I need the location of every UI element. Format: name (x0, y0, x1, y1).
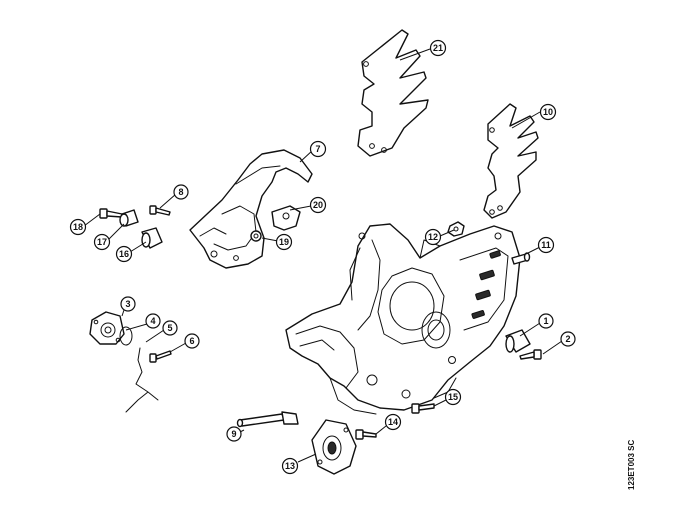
callout-3[interactable]: 3 (120, 296, 136, 312)
part-9-pin[interactable] (236, 411, 299, 428)
part-10-bumper-spike[interactable] (483, 103, 539, 219)
part-6-screw[interactable] (149, 350, 172, 363)
part-1-sleeve[interactable] (505, 329, 531, 353)
callout-17-label: 17 (97, 237, 107, 247)
callout-18[interactable]: 18 (69, 218, 87, 236)
part-15-screw[interactable] (411, 403, 435, 414)
part-21-bumper-spike[interactable] (357, 29, 429, 157)
callout-5-label: 5 (167, 323, 172, 333)
callout-13[interactable]: 13 (281, 457, 299, 475)
callout-2-label: 2 (565, 334, 570, 344)
callout-9[interactable]: 9 (226, 426, 242, 442)
part-17-bushing[interactable] (119, 209, 139, 227)
callout-12-label: 12 (428, 232, 438, 242)
callout-16[interactable]: 16 (115, 245, 133, 263)
callout-16-label: 16 (119, 249, 129, 259)
part-4-o-ring[interactable] (119, 326, 133, 346)
callout-1-label: 1 (543, 316, 548, 326)
callout-3-label: 3 (125, 299, 130, 309)
callout-20-label: 20 (313, 200, 323, 210)
callout-14-label: 14 (388, 417, 398, 427)
callout-15-label: 15 (448, 392, 458, 402)
callout-7-label: 7 (315, 144, 320, 154)
callout-19[interactable]: 19 (275, 233, 293, 251)
part-2-screw[interactable] (519, 349, 542, 360)
callout-21-label: 21 (433, 43, 443, 53)
part-5-wire-spring[interactable] (125, 347, 159, 413)
part-19-washer[interactable] (250, 230, 262, 242)
callout-15[interactable]: 15 (444, 388, 462, 406)
callout-12[interactable]: 12 (424, 228, 442, 246)
callout-18-label: 18 (73, 222, 83, 232)
callout-11[interactable]: 11 (537, 236, 555, 254)
part-13-cover-plate[interactable] (311, 419, 357, 475)
callout-11-label: 11 (541, 240, 551, 250)
part-12-nut[interactable] (447, 221, 465, 237)
callout-10-label: 10 (543, 107, 553, 117)
callout-8[interactable]: 8 (173, 184, 189, 200)
part-20-bracket[interactable] (271, 205, 301, 231)
callout-6[interactable]: 6 (184, 333, 200, 349)
callout-4-label: 4 (150, 316, 155, 326)
callout-13-label: 13 (285, 461, 295, 471)
callout-21[interactable]: 21 (429, 39, 447, 57)
leader-lines (83, 48, 563, 463)
callout-10[interactable]: 10 (539, 103, 557, 121)
callout-6-label: 6 (189, 336, 194, 346)
callout-2[interactable]: 2 (560, 331, 576, 347)
part-14-screw[interactable] (355, 429, 377, 440)
drawing-code: 123ET003 SC (627, 440, 636, 490)
callout-4[interactable]: 4 (145, 313, 161, 329)
callout-8-label: 8 (178, 187, 183, 197)
callout-5[interactable]: 5 (162, 320, 178, 336)
callout-17[interactable]: 17 (93, 233, 111, 251)
part-3-housing[interactable] (89, 311, 125, 345)
part-8-screw[interactable] (149, 205, 171, 216)
callout-7[interactable]: 7 (309, 140, 327, 158)
part-16-rubber-buffer[interactable] (141, 227, 163, 249)
callout-14[interactable]: 14 (384, 413, 402, 431)
callout-1[interactable]: 1 (538, 313, 554, 329)
callout-9-label: 9 (231, 429, 236, 439)
callout-19-label: 19 (279, 237, 289, 247)
callout-20[interactable]: 20 (309, 196, 327, 214)
part-18-bolt[interactable] (99, 208, 123, 219)
main-crankcase[interactable] (285, 223, 521, 415)
